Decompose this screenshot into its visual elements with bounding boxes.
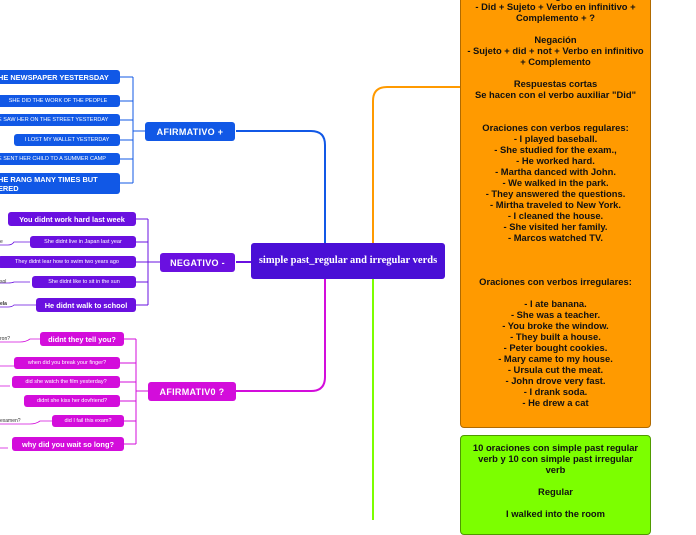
affirmative-item[interactable]: HE NEWSPAPER YESTERSDAY	[0, 70, 120, 84]
negative-item[interactable]: She didnt live in Japan last year	[30, 236, 136, 248]
negative-item[interactable]: They didnt lear how to swim two years ag…	[0, 256, 136, 268]
example-sentences-box[interactable]: 10 oraciones con simple past regular ver…	[460, 435, 651, 535]
example-sentences-text: 10 oraciones con simple past regular ver…	[472, 442, 639, 519]
grammar-notes-text: Interrogación - Did + Sujeto + Verbo en …	[467, 0, 644, 408]
interrogative-item[interactable]: why did you wait so long?	[12, 437, 124, 451]
negative-item[interactable]: You didnt work hard last week	[8, 212, 136, 226]
interrogative-item[interactable]: didnt they tell you?	[40, 332, 124, 346]
branch-affirmative-label: AFIRMATIVO +	[156, 126, 224, 137]
affirmative-item[interactable]: HE RANG MANY TIMES BUT ERED	[0, 173, 120, 194]
interrogative-stub: ron?	[0, 336, 11, 342]
negative-stub: e	[0, 239, 3, 245]
affirmative-item[interactable]: SHE DID THE WORK OF THE PEOPLE	[0, 95, 120, 107]
affirmative-item[interactable]: I LOST MY WALLET YESTERDAY	[14, 134, 120, 146]
affirmative-item[interactable]: E SAW HER ON THE STREET YESTERDAY	[0, 114, 120, 126]
central-topic[interactable]: simple past_regular and irregular verds	[251, 243, 445, 279]
affirmative-item[interactable]: E SENT HER CHILD TO A SUMMER CAMP	[0, 153, 120, 165]
interrogative-item[interactable]: didnt she kiss her dovfriend?	[24, 395, 120, 407]
branch-negative[interactable]: NEGATIVO -	[160, 253, 235, 272]
interrogative-item[interactable]: did she watch the film yesterday?	[12, 376, 120, 388]
central-topic-label: simple past_regular and irregular verds	[258, 255, 438, 266]
branch-interrogative[interactable]: AFIRMATIV0 ?	[148, 382, 236, 401]
connector-lines	[0, 76, 460, 520]
interrogative-stub: examen?	[0, 418, 21, 424]
negative-stub: sol	[0, 279, 7, 285]
negative-item[interactable]: She didnt like to sit in the sun	[32, 276, 136, 288]
branch-affirmative[interactable]: AFIRMATIVO +	[145, 122, 235, 141]
grammar-notes-box[interactable]: Interrogación - Did + Sujeto + Verbo en …	[460, 0, 651, 428]
negative-stub: ela	[0, 301, 7, 307]
interrogative-item[interactable]: did I fail this exam?	[52, 415, 124, 427]
branch-negative-label: NEGATIVO -	[170, 257, 225, 268]
interrogative-item[interactable]: when did you break your finger?	[14, 357, 120, 369]
negative-item[interactable]: He didnt walk to school	[36, 298, 136, 312]
branch-interrogative-label: AFIRMATIV0 ?	[159, 386, 225, 397]
